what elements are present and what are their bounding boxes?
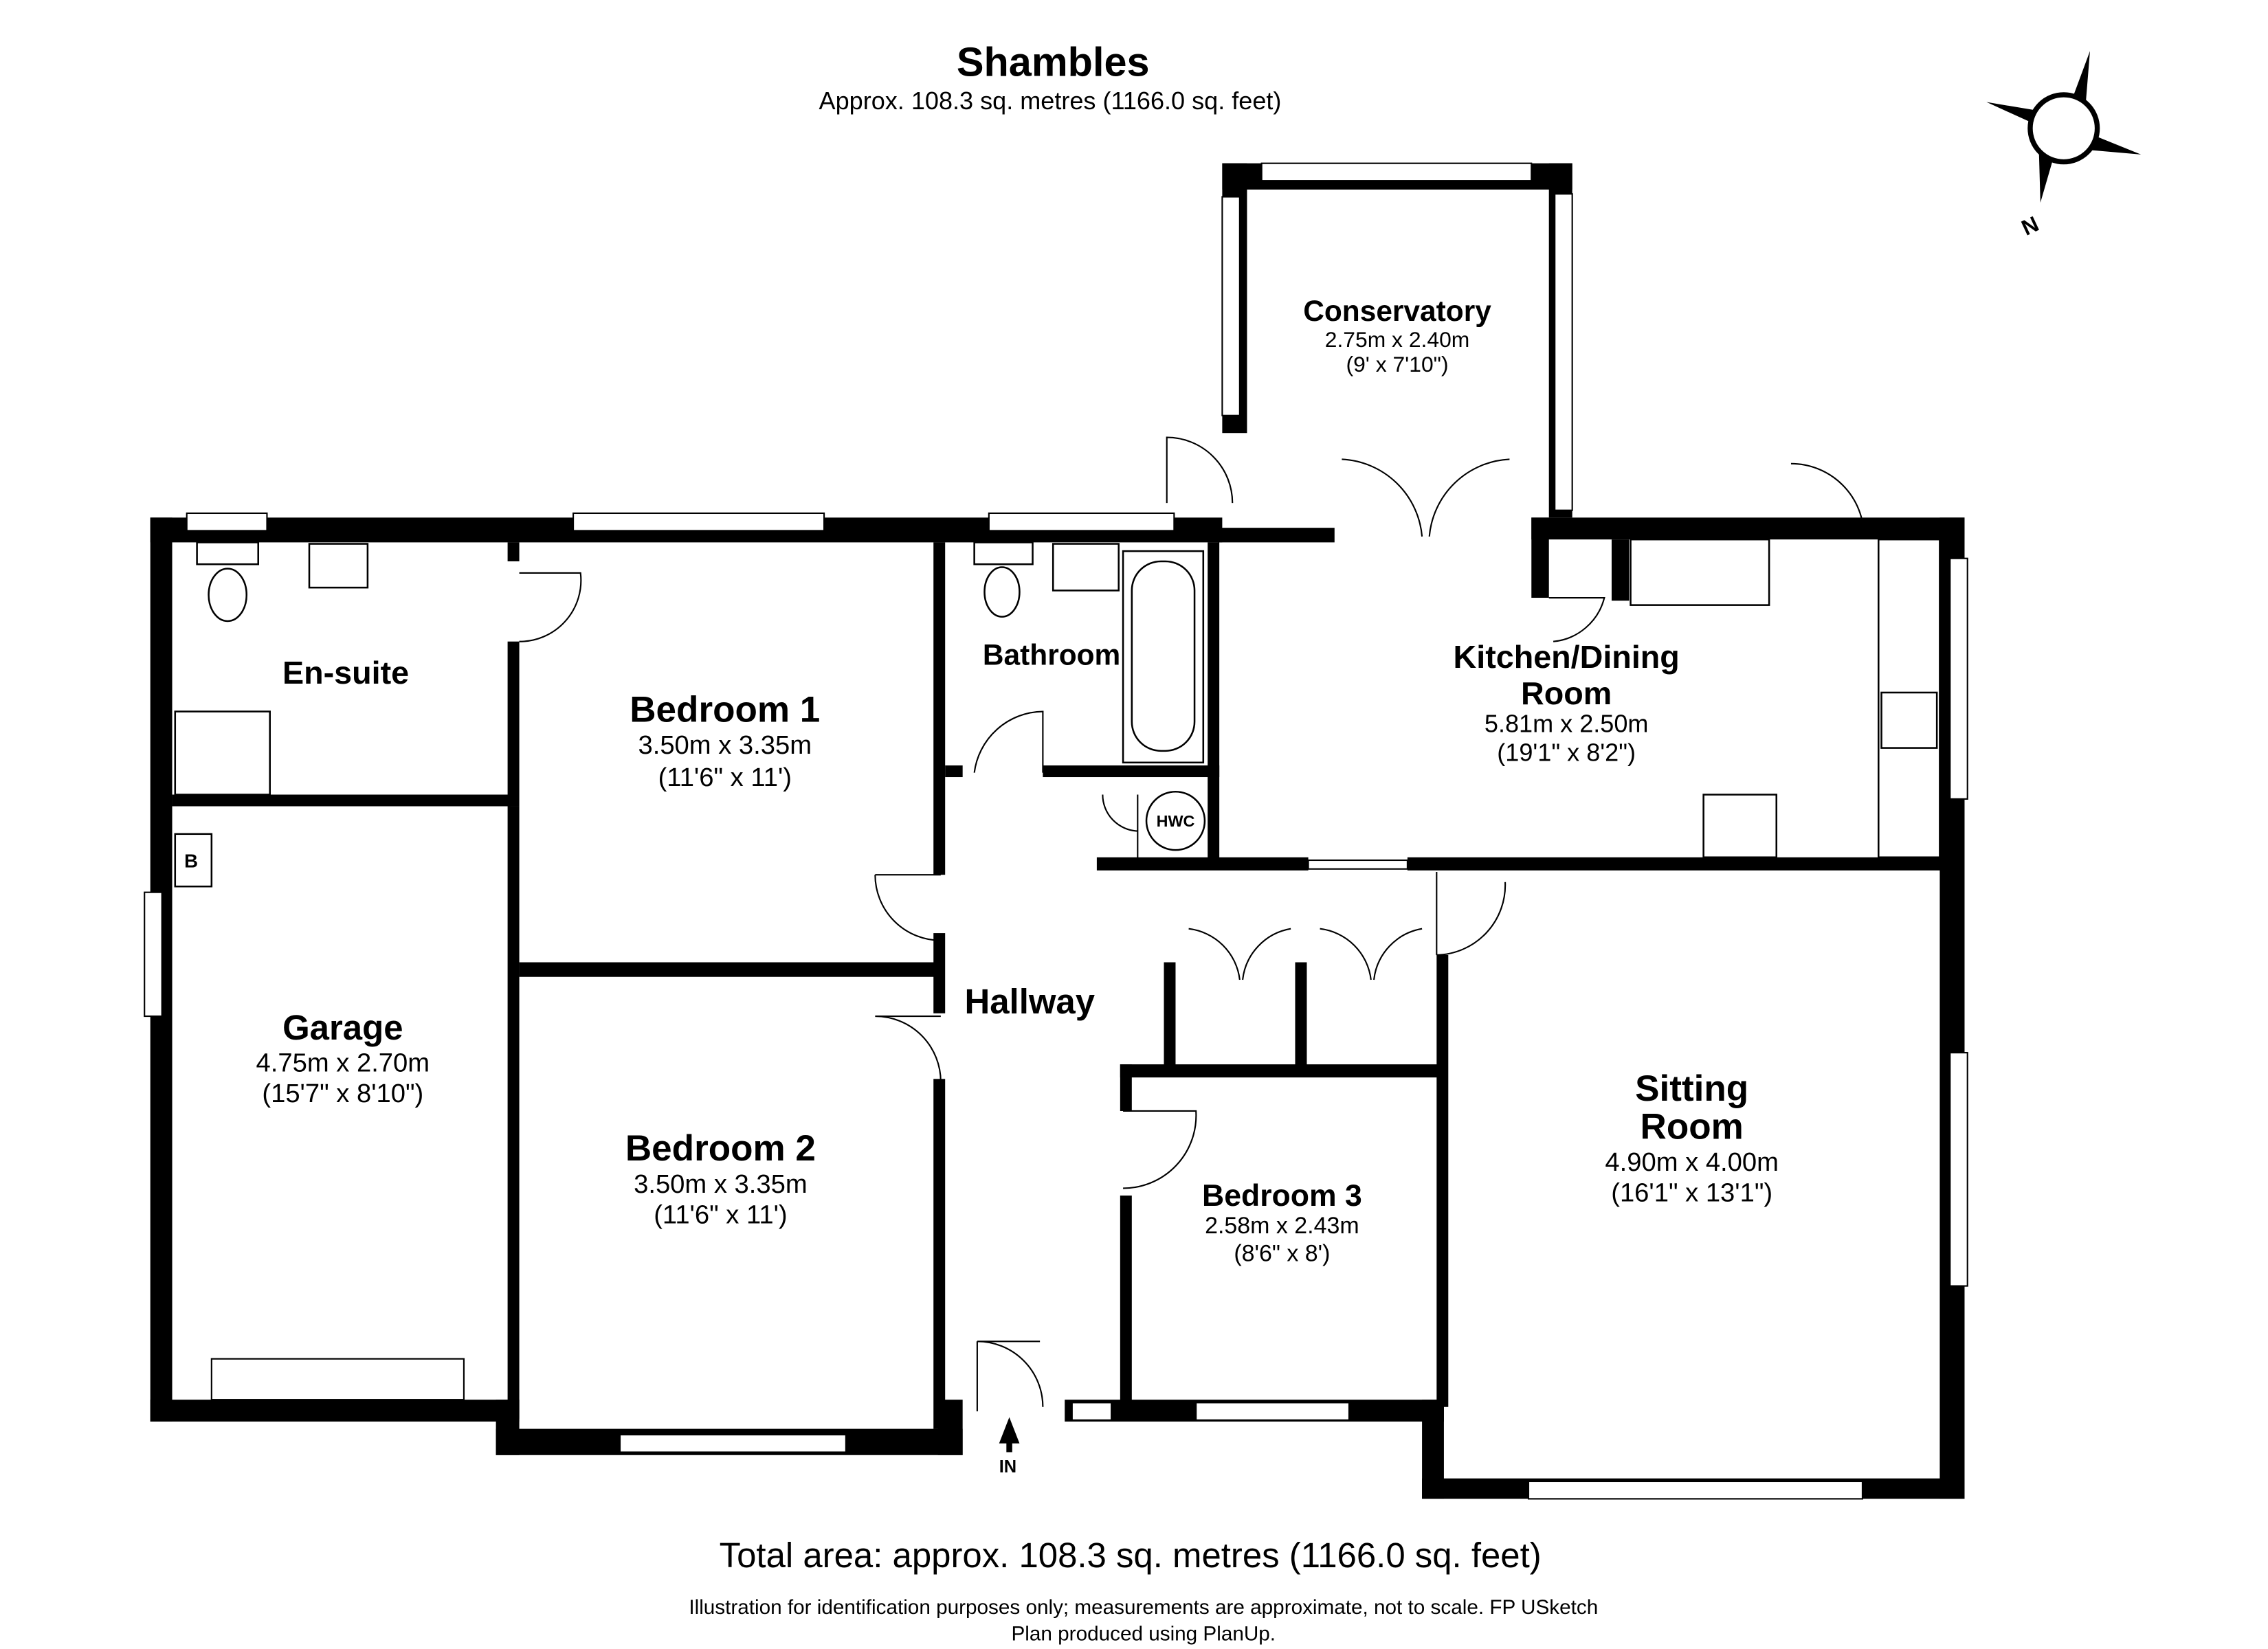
toilet-icon <box>196 541 260 565</box>
room-size-imperial: (8'6" x 8') <box>1234 1241 1330 1267</box>
room-size-metric: 5.81m x 2.50m <box>1485 709 1649 737</box>
room-name: Room <box>1521 675 1612 711</box>
windows <box>144 162 1968 1500</box>
room-size-imperial: (11'6" x 11') <box>654 1200 787 1229</box>
room-bathroom: Bathroom <box>983 639 1120 671</box>
total-area: Total area: approx. 108.3 sq. metres (11… <box>720 1536 1542 1575</box>
room-name: Sitting <box>1635 1068 1748 1109</box>
room-size-imperial: (19'1" x 8'2") <box>1497 739 1636 767</box>
room-bedroom2: Bedroom 2 3.50m x 3.35m (11'6" x 11') <box>625 1128 816 1229</box>
entrance-label: IN <box>999 1457 1016 1477</box>
room-name: Room <box>1641 1106 1744 1147</box>
room-conservatory: Conservatory 2.75m x 2.40m (9' x 7'10") <box>1303 295 1491 377</box>
room-sitting: Sitting Room 4.90m x 4.00m (16'1" x 13'1… <box>1605 1068 1779 1207</box>
sink-icon <box>308 543 369 589</box>
room-bedroom3: Bedroom 3 2.58m x 2.43m (8'6" x 8') <box>1202 1179 1362 1267</box>
room-size-imperial: (15'7" x 8'10") <box>262 1079 423 1108</box>
room-name: Bedroom 2 <box>625 1128 816 1169</box>
toilet-bowl-icon <box>983 566 1021 618</box>
room-size-imperial: (9' x 7'10") <box>1346 352 1448 377</box>
entrance-arrow-icon <box>999 1417 1020 1444</box>
hot-water-cylinder-icon <box>1145 790 1206 851</box>
boiler-label: B <box>184 851 198 872</box>
room-hallway: Hallway <box>964 982 1095 1021</box>
walls <box>150 163 1965 1499</box>
plan-subtitle: Approx. 108.3 sq. metres (1166.0 sq. fee… <box>819 87 1282 115</box>
kitchen-sink-icon <box>1880 691 1938 749</box>
room-size-metric: 2.75m x 2.40m <box>1325 327 1470 352</box>
compass-north-label: N <box>2018 211 2043 240</box>
room-name: Conservatory <box>1303 295 1491 327</box>
toilet-bowl-icon <box>208 568 248 622</box>
fixtures: HWC B IN <box>174 538 1941 1477</box>
shower-tray-icon <box>174 710 271 796</box>
room-size-metric: 3.50m x 3.35m <box>638 730 812 760</box>
toilet-icon <box>973 541 1034 565</box>
kitchen-appliance <box>1702 794 1778 859</box>
room-size-metric: 4.75m x 2.70m <box>256 1048 430 1078</box>
disclaimer: Illustration for identification purposes… <box>689 1596 1598 1619</box>
boiler-icon <box>174 833 213 888</box>
room-kitchen-dining: Kitchen/Dining Room 5.81m x 2.50m (19'1"… <box>1454 639 1680 767</box>
room-name: Bedroom 3 <box>1202 1179 1362 1213</box>
room-garage: Garage 4.75m x 2.70m (15'7" x 8'10") <box>256 1008 430 1108</box>
room-size-imperial: (11'6" x 11') <box>658 763 792 792</box>
room-ensuite: En-suite <box>282 655 409 691</box>
room-bedroom1: Bedroom 1 3.50m x 3.35m (11'6" x 11') <box>630 689 820 792</box>
room-name: Garage <box>282 1008 403 1047</box>
credit: Plan produced using PlanUp. <box>1012 1622 1276 1645</box>
doors <box>519 436 1865 1412</box>
room-name: Kitchen/Dining <box>1454 639 1680 675</box>
room-size-imperial: (16'1" x 13'1") <box>1611 1178 1772 1208</box>
hwc-label: HWC <box>1157 812 1195 830</box>
plan-title: Shambles <box>957 38 1150 85</box>
sink-icon <box>1052 543 1120 592</box>
room-size-metric: 2.58m x 2.43m <box>1205 1213 1359 1239</box>
kitchen-unit <box>1630 538 1770 606</box>
room-name: Bedroom 1 <box>630 689 820 730</box>
room-size-metric: 3.50m x 3.35m <box>634 1169 808 1199</box>
room-size-metric: 4.90m x 4.00m <box>1605 1147 1779 1177</box>
compass-rose-icon: N <box>1986 51 2142 240</box>
